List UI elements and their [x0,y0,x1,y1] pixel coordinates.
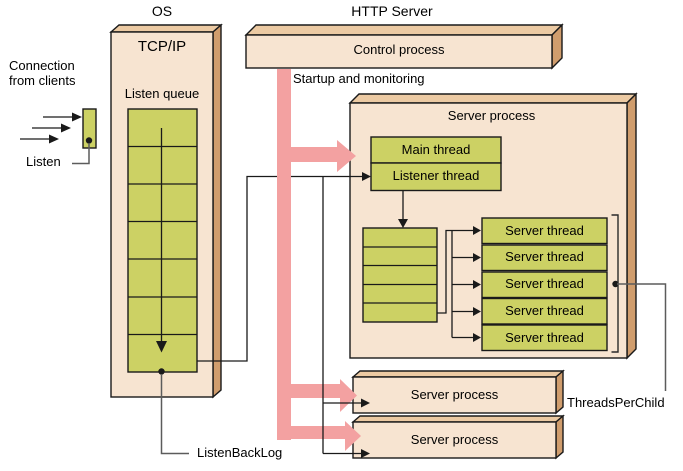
server-process-2-box-side [555,369,564,415]
listen-queue [127,108,198,373]
server-process-2-box-front [352,376,557,414]
startup-arrow-branch-1 [283,147,337,162]
listen-pointer-line [72,143,90,165]
connector-lines-over-pink [322,176,370,458]
server-thread-label: Server thread [505,303,584,318]
server-process-3-arrowhead [361,449,370,458]
threads-per-child-pointer-line [617,283,667,391]
server-thread-label: Server thread [505,276,584,291]
thread-arrowhead-5 [473,333,481,342]
startup-monitoring-arrows [277,69,361,451]
queue-fanout-line [322,176,361,455]
server-thread-label: Server thread [505,330,584,345]
worker-queue [362,227,438,323]
control-process-box-top [244,24,564,36]
thread-arrowhead-3 [473,280,481,289]
server-process-3-box-top [351,415,565,423]
listen-queue-label: Listen queue [124,86,200,101]
listener-to-queue-arrowhead [398,219,408,228]
client-arrowhead-2 [61,123,71,133]
server-process-2-arrowhead [361,398,370,408]
server-process-2-label: Server process [410,387,499,402]
threads-per-child-label: ThreadsPerChild [567,395,665,410]
server-thread-box-5 [481,324,608,352]
threads-bracket-anchor-dot [612,280,619,288]
control-process-label: Control process [353,42,445,57]
server-process-1-box-side [626,92,637,360]
thread-arrowhead-4 [473,307,481,316]
listener-thread-arrowhead [362,172,371,181]
os-title: OS [151,3,173,19]
startup-arrowhead-1 [337,140,356,172]
box-side-faces [212,23,637,460]
server-process-2-box-top [351,370,565,378]
server-thread-box-4 [481,297,608,325]
http-server-title: HTTP Server [351,3,433,19]
server-thread-box-3 [481,271,608,299]
thread-arrow-shafts [452,229,473,339]
listen-label: Listen [26,154,61,169]
server-thread-box-1 [481,217,608,245]
queue-to-listener-line [197,175,362,362]
client-arrow-shafts [20,116,72,140]
arrowheads-and-dots [49,112,619,375]
green-elements [82,108,608,373]
queue-cell-dividers [128,145,437,336]
startup-arrowhead-3 [345,421,361,451]
client-arrowhead-3 [49,134,59,144]
tcpip-title: TCP/IP [137,38,187,55]
startup-monitoring-label: Startup and monitoring [293,71,425,86]
connection-caption-line2: from clients [9,73,76,88]
server-thread-box-2 [481,244,608,272]
server-thread-label: Server thread [505,223,584,238]
annotation-pointer-lines [72,143,667,455]
thread-arrowhead-1 [473,226,481,235]
main-thread-label: Main thread [401,142,471,157]
connection-caption-line1: Connection [9,58,75,73]
listener-thread-box [370,162,502,192]
server-process-1-label: Server process [447,108,536,123]
tcpip-box-top [109,24,223,33]
control-process-box-front [245,34,553,69]
server-process-3-label: Server process [410,432,499,447]
listen-queue-anchor-dot [158,368,165,375]
server-process-1-box-top [348,93,638,104]
listen-backlog-pointer-line [160,374,189,455]
listener-thread-label: Listener thread [392,168,480,183]
client-arrowhead-1 [72,112,82,122]
tcpip-box-side [212,23,222,399]
listen-backlog-label: ListenBackLog [197,445,283,460]
thread-arrowhead-2 [473,253,481,262]
server-process-3-box-front [352,421,557,459]
server-thread-label: Server thread [505,249,584,264]
server-process-3-box-side [555,414,564,460]
listen-socket-anchor-dot [85,137,93,144]
listen-queue-flow-arrowhead [156,341,167,353]
startup-arrow-branch-3 [283,426,345,439]
startup-arrow-branch-2 [283,384,340,398]
connector-lines [20,116,473,362]
startup-arrowhead-2 [340,379,357,412]
